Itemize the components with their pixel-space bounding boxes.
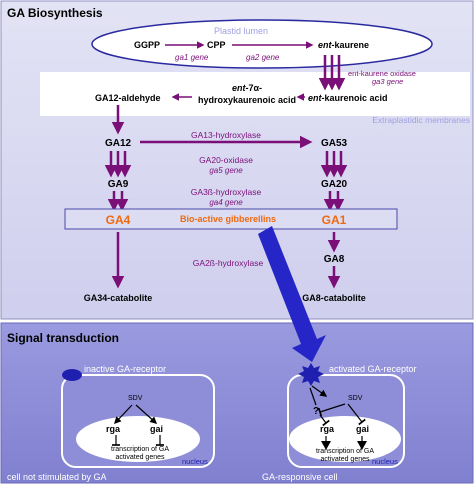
cpp-label: CPP bbox=[207, 40, 226, 50]
rga-left-label: rga bbox=[106, 424, 121, 434]
ga1-label: GA1 bbox=[322, 213, 347, 227]
transcription-right-line2: activated genes bbox=[320, 456, 370, 463]
plastid-lumen-label: Plastid lumen bbox=[214, 26, 268, 36]
ent-kaurene-prefix: ent bbox=[318, 40, 333, 50]
receptor-to-question-line bbox=[309, 387, 317, 406]
ga4-gene-label: ga4 gene bbox=[209, 198, 243, 207]
ga20-oxidase-label: GA20-oxidase bbox=[199, 155, 253, 165]
ent-kaurenoic-acid-label: ent-kaurenoic acid bbox=[308, 93, 388, 103]
ent-kaurene-label: ent-kaurene bbox=[318, 40, 369, 50]
ga9-to-ga4-arrows bbox=[107, 191, 129, 212]
ga12-label: GA12 bbox=[105, 138, 132, 149]
ga12-aldehyde-label: GA12-aldehyde bbox=[95, 93, 161, 103]
ga12-to-ga9-arrows bbox=[104, 151, 132, 178]
ga8-catabolite-label: GA8-catabolite bbox=[302, 293, 366, 303]
gai-right-arrowhead bbox=[357, 441, 367, 450]
activated-receptor-label: activated GA-receptor bbox=[329, 364, 417, 374]
question-to-rga-inhibit bbox=[319, 414, 330, 427]
extraplastidic-label: Extraplastidic membranes bbox=[372, 115, 470, 125]
hydroxy-acid-line2: hydroxykaurenoic acid bbox=[198, 95, 296, 105]
right-nucleus bbox=[289, 416, 401, 462]
ent-kaurenoic-prefix: ent bbox=[308, 93, 323, 103]
kaurene-oxidase-arrows bbox=[318, 55, 346, 91]
biosynthesis-title: GA Biosynthesis bbox=[7, 6, 103, 20]
caption-left: cell not stimulated by GA bbox=[7, 472, 107, 482]
ga13-hydroxylase-label: GA13-hydroxylase bbox=[191, 130, 261, 140]
nucleus-left-label: nucleus bbox=[182, 457, 208, 466]
ga3b-hydroxylase-label: GA3ß-hydroxylase bbox=[191, 187, 262, 197]
ga20-label: GA20 bbox=[321, 179, 348, 190]
inactive-receptor-label: inactive GA-receptor bbox=[84, 364, 166, 374]
plastid-lumen-ellipse bbox=[91, 19, 433, 69]
ga53-to-ga20-arrows bbox=[320, 151, 348, 178]
ga3-gene-label: ga3 gene bbox=[372, 77, 403, 86]
nucleus-right-label: nucleus bbox=[372, 457, 398, 466]
kaurene-oxidase-label: ent-kaurene oxidase bbox=[348, 69, 416, 78]
ga2b-hydroxylase-label: GA2ß-hydroxylase bbox=[193, 258, 264, 268]
sdv-left-to-gai-arrow bbox=[135, 404, 158, 424]
ga5-gene-label: ga5 gene bbox=[209, 166, 243, 175]
transcription-left-line2: activated genes bbox=[115, 454, 165, 461]
ga9-label: GA9 bbox=[108, 179, 129, 190]
question-mark: ? bbox=[313, 406, 319, 417]
gai-right-label: gai bbox=[356, 424, 369, 434]
ga1-gene-label: ga1 gene bbox=[175, 53, 209, 62]
ga34-catabolite-label: GA34-catabolite bbox=[84, 293, 153, 303]
signal-title: Signal transduction bbox=[7, 331, 119, 345]
ent-kaurenoic-suffix: -kaurenoic acid bbox=[322, 93, 388, 103]
bioactive-box bbox=[64, 208, 398, 230]
sdv-right-label: SDV bbox=[348, 395, 363, 402]
sdv-left-to-rga-arrow bbox=[114, 404, 133, 425]
left-nucleus bbox=[76, 416, 200, 462]
ga2-gene-label: ga2 gene bbox=[246, 53, 280, 62]
sdv-to-gai-inhibit bbox=[347, 403, 366, 426]
transcription-left-line1: transcription of GA bbox=[111, 446, 169, 453]
activated-receptor-shape bbox=[298, 363, 324, 386]
rga-right-arrowhead bbox=[321, 441, 331, 450]
ga4-label: GA4 bbox=[106, 213, 131, 227]
ga20-to-ga1-arrows bbox=[323, 191, 345, 212]
sdv-to-question-inhibit bbox=[317, 403, 346, 417]
inactive-receptor-shape bbox=[62, 369, 82, 381]
bioactive-label: Bio-active gibberellins bbox=[180, 214, 276, 224]
hydroxy-suffix: -7α- bbox=[245, 83, 262, 93]
sdv-left-label: SDV bbox=[128, 395, 143, 402]
gai-left-label: gai bbox=[150, 424, 163, 434]
transcription-right-line1: transcription of GA bbox=[316, 448, 374, 455]
ggpp-label: GGPP bbox=[134, 40, 160, 50]
ga8-label: GA8 bbox=[324, 254, 345, 265]
big-blue-arrow bbox=[258, 226, 326, 362]
hydroxy-prefix: ent bbox=[232, 83, 247, 93]
receptor-to-sdv-arrow bbox=[311, 385, 328, 397]
extraplastidic-box bbox=[40, 72, 470, 116]
caption-right: GA-responsive cell bbox=[262, 472, 338, 482]
rga-right-label: rga bbox=[320, 424, 335, 434]
ga53-label: GA53 bbox=[321, 138, 348, 149]
hydroxy-acid-line1: ent-7α- bbox=[232, 83, 262, 93]
ent-kaurene-suffix: -kaurene bbox=[332, 40, 370, 50]
